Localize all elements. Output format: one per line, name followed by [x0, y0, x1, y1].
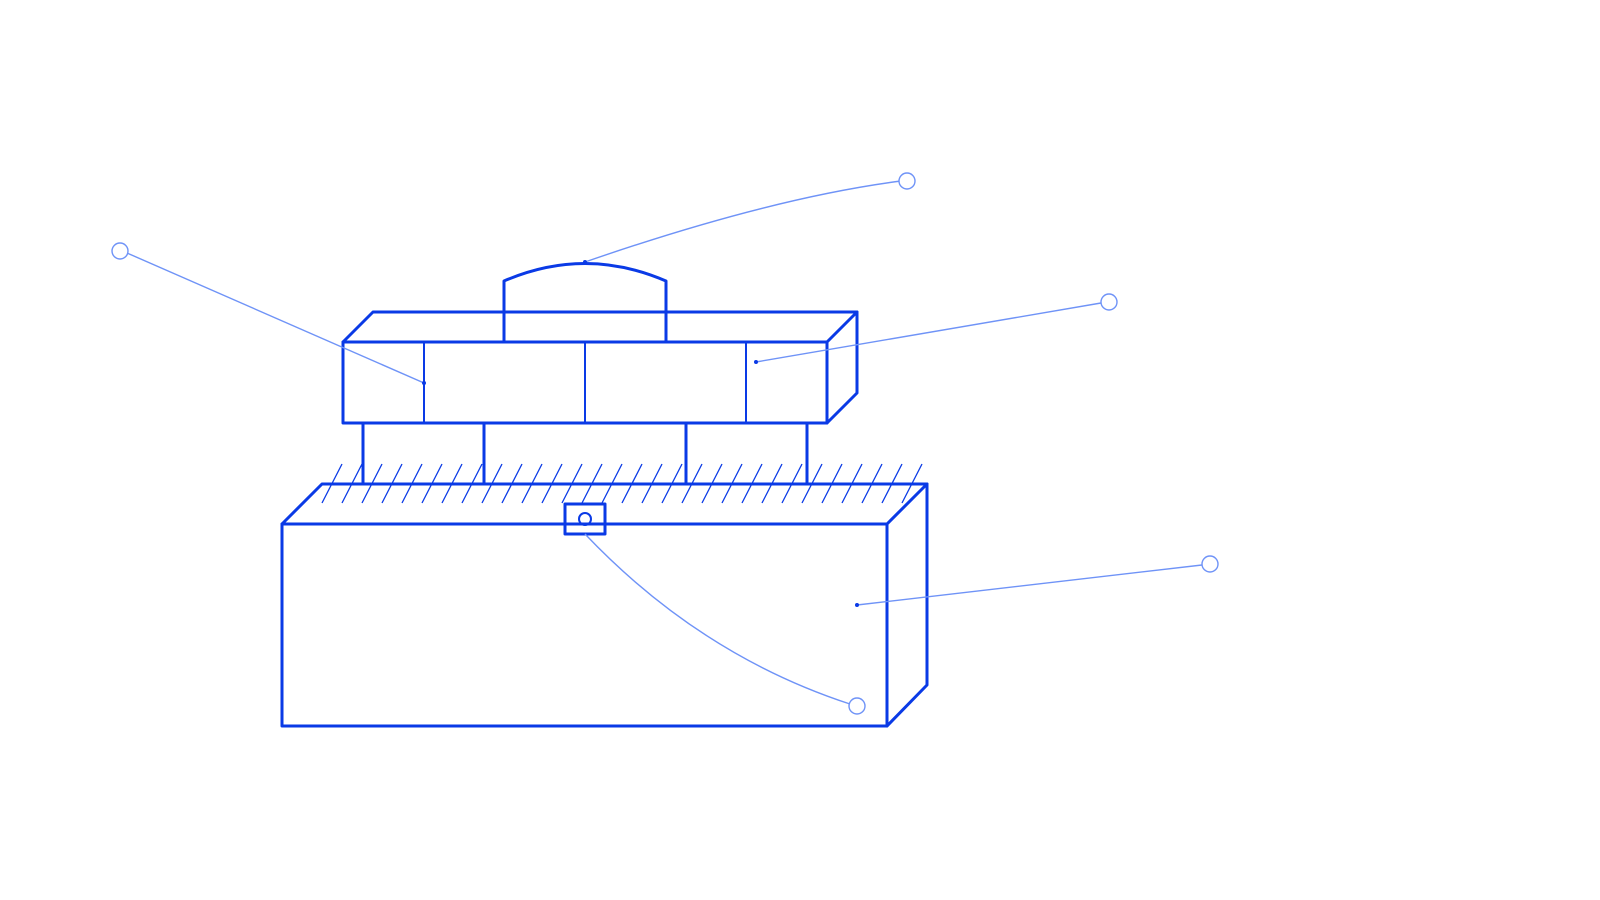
dome-cap [502, 262, 668, 344]
beam-top-edge [341, 310, 859, 344]
callout-marker-beam-left[interactable] [111, 242, 129, 260]
base-top-edge [280, 482, 929, 526]
callout-dome[interactable] [583, 172, 916, 264]
support-legs [361, 421, 809, 486]
anchor-dot-beam-left [422, 381, 426, 385]
anchor-dot-base [855, 603, 859, 607]
leader-line-socket [584, 533, 851, 705]
anchor-dot-beam-right [754, 360, 758, 364]
support-leg-right [684, 421, 809, 486]
callout-socket[interactable] [584, 533, 866, 715]
callout-base[interactable] [855, 555, 1219, 607]
base-front-face [280, 522, 889, 728]
socket-hole [578, 512, 592, 526]
leader-line-beam-right [755, 302, 1102, 363]
leader-line-base [856, 564, 1203, 606]
socket-housing [563, 502, 607, 536]
callout-marker-socket[interactable] [848, 697, 866, 715]
support-leg-left [361, 421, 486, 486]
upper-beam [341, 310, 859, 425]
connector-socket [563, 502, 607, 536]
callout-marker-dome[interactable] [898, 172, 916, 190]
leader-line-beam-left [126, 252, 425, 384]
callout-marker-beam-right[interactable] [1100, 293, 1118, 311]
base-side-face [885, 482, 929, 728]
anchor-dot-dome [583, 260, 587, 264]
callout-beam-left[interactable] [111, 242, 426, 385]
callout-marker-base[interactable] [1201, 555, 1219, 573]
callout-beam-right[interactable] [754, 293, 1118, 364]
leader-line-dome [584, 180, 902, 263]
beam-side-face [825, 310, 859, 425]
